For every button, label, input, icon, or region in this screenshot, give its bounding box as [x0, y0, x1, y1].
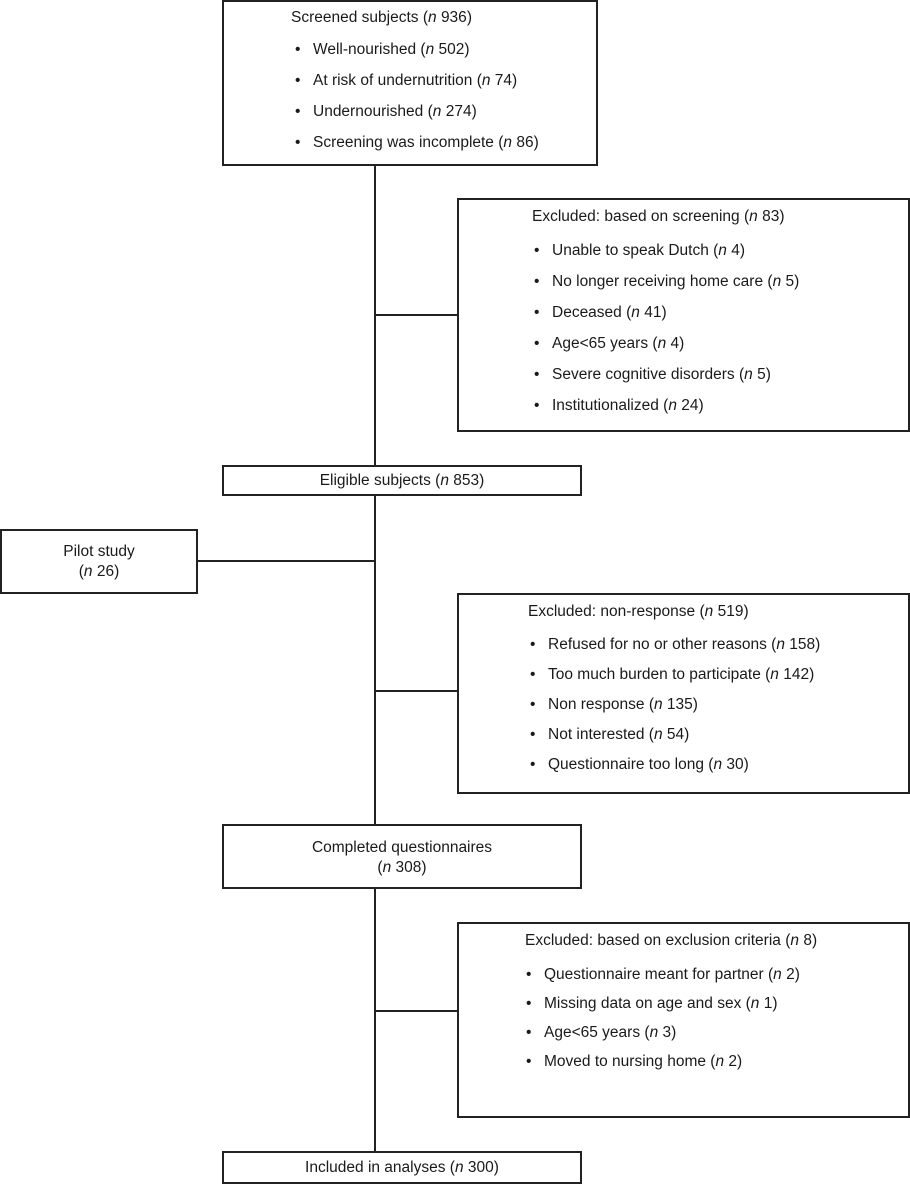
eligible-subjects-title: Eligible subjects (n 853) [319, 472, 485, 489]
connector-excluded-nonresponse [374, 690, 458, 692]
screened-subjects-title: Screened subjects (n 936) [291, 9, 472, 26]
eligible-subjects-box: Eligible subjects (n 853) [222, 465, 582, 496]
list-item: Age<65 years (n 3) [522, 1018, 908, 1047]
list-item: Non response (n 135) [526, 690, 908, 720]
completed-questionnaires-title: Completed questionnaires [311, 839, 493, 856]
list-item: Age<65 years (n 4) [530, 328, 908, 359]
list-item: Unable to speak Dutch (n 4) [530, 235, 908, 266]
screened-subjects-list: Well-nourished (n 502)At risk of undernu… [291, 34, 596, 158]
screened-subjects-box: Screened subjects (n 936) Well-nourished… [222, 0, 598, 166]
excluded-screening-box: Excluded: based on screening (n 83) Unab… [457, 198, 910, 432]
list-item: Not interested (n 54) [526, 720, 908, 750]
included-analyses-box: Included in analyses (n 300) [222, 1151, 582, 1184]
pilot-study-title: Pilot study [63, 543, 135, 560]
list-item: Too much burden to participate (n 142) [526, 660, 908, 690]
completed-questionnaires-count: (n 308) [377, 859, 427, 876]
list-item: Institutionalized (n 24) [530, 390, 908, 421]
list-item: Severe cognitive disorders (n 5) [530, 359, 908, 390]
list-item: Missing data on age and sex (n 1) [522, 989, 908, 1018]
main-flow-line-2 [374, 495, 376, 825]
main-flow-line-1 [374, 165, 376, 467]
pilot-study-box: Pilot study (n 26) [0, 529, 198, 594]
excluded-criteria-list: Questionnaire meant for partner (n 2)Mis… [522, 960, 908, 1076]
excluded-nonresponse-title: Excluded: non-response (n 519) [528, 603, 749, 620]
pilot-study-count: (n 26) [78, 563, 120, 580]
list-item: No longer receiving home care (n 5) [530, 266, 908, 297]
list-item: Questionnaire too long (n 30) [526, 750, 908, 780]
list-item: Refused for no or other reasons (n 158) [526, 630, 908, 660]
completed-questionnaires-box: Completed questionnaires (n 308) [222, 824, 582, 889]
excluded-screening-list: Unable to speak Dutch (n 4)No longer rec… [530, 235, 908, 421]
list-item: Well-nourished (n 502) [291, 34, 596, 65]
list-item: Screening was incomplete (n 86) [291, 127, 596, 158]
list-item: Moved to nursing home (n 2) [522, 1047, 908, 1076]
excluded-criteria-title: Excluded: based on exclusion criteria (n… [525, 932, 818, 949]
excluded-criteria-box: Excluded: based on exclusion criteria (n… [457, 922, 910, 1118]
connector-excluded-screening [374, 314, 458, 316]
excluded-nonresponse-box: Excluded: non-response (n 519) Refused f… [457, 593, 910, 794]
list-item: Undernourished (n 274) [291, 96, 596, 127]
included-analyses-title: Included in analyses (n 300) [305, 1159, 499, 1176]
excluded-screening-title: Excluded: based on screening (n 83) [532, 208, 785, 225]
list-item: Deceased (n 41) [530, 297, 908, 328]
list-item: Questionnaire meant for partner (n 2) [522, 960, 908, 989]
connector-pilot-study [197, 560, 376, 562]
excluded-nonresponse-list: Refused for no or other reasons (n 158)T… [526, 630, 908, 780]
connector-excluded-criteria [374, 1010, 458, 1012]
list-item: At risk of undernutrition (n 74) [291, 65, 596, 96]
main-flow-line-3 [374, 888, 376, 1153]
